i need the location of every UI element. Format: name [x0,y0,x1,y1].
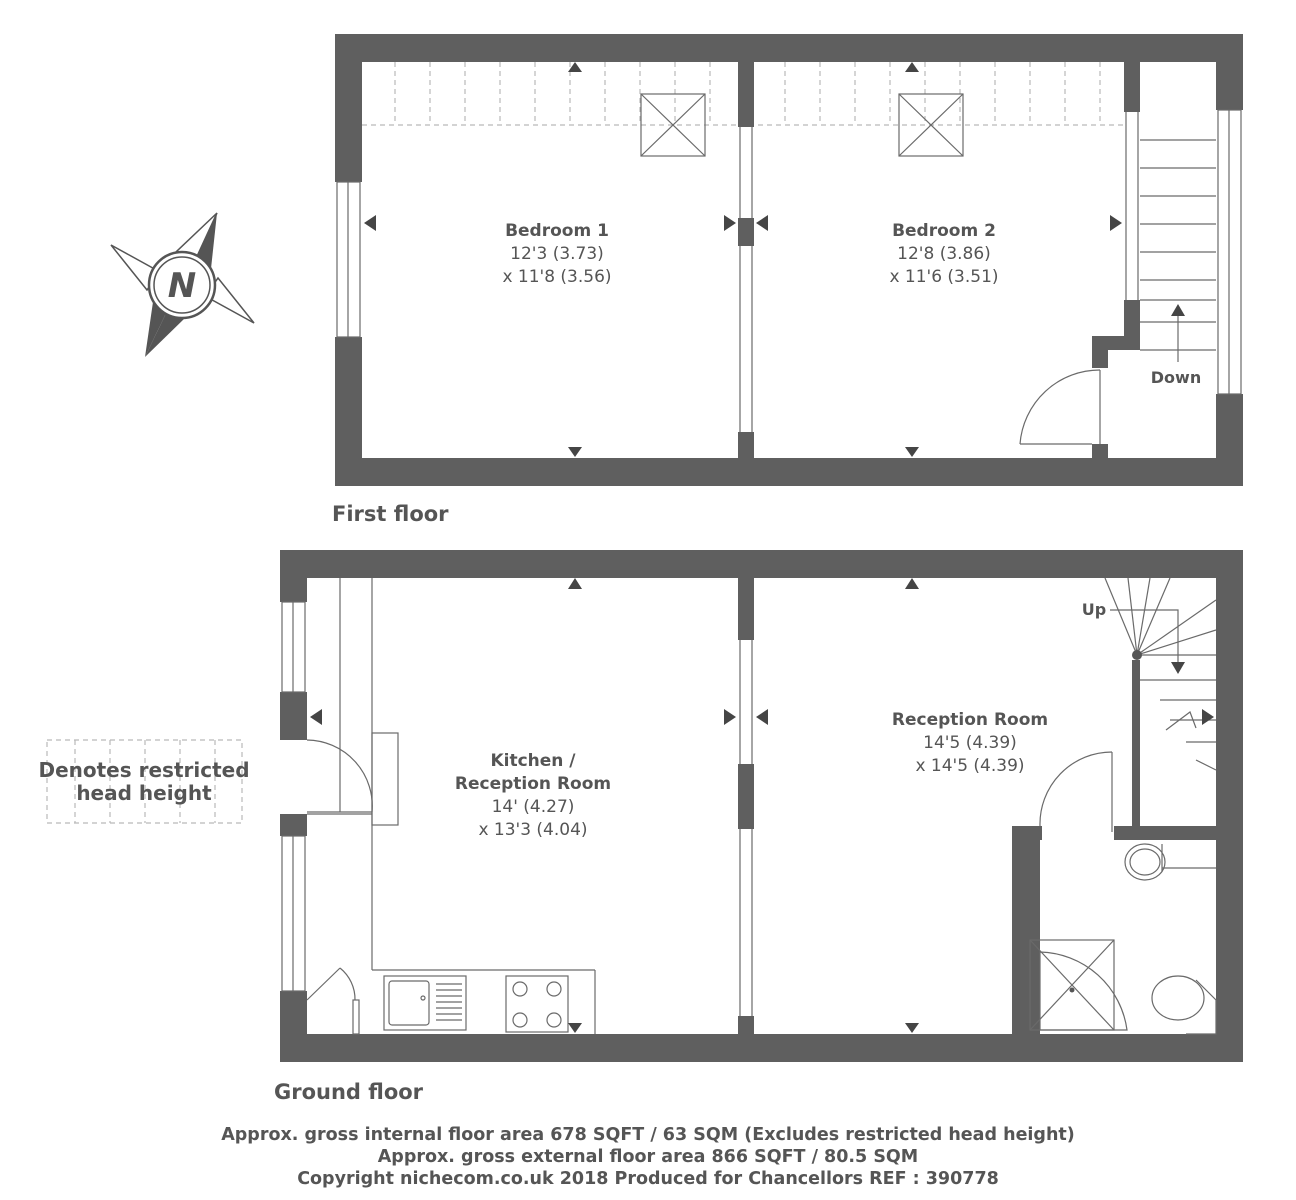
first-floor-staircase [1140,139,1216,362]
sink-icon [383,975,467,1031]
shower-icon [1029,939,1128,1031]
compass-letter: N [168,266,196,306]
bathroom-door [1039,751,1113,832]
hob-icon [505,975,569,1033]
first-floor-label: First floor [332,502,449,526]
footer-internal-area: Approx. gross internal floor area 678 SQ… [221,1125,1075,1145]
room-dimension: x 11'8 (3.56) [502,267,611,287]
first-floor-plan: Down B [335,34,1243,486]
bedroom-1-window [336,181,361,338]
room-dimension: 12'3 (3.73) [510,244,604,264]
stairwell-window [1217,109,1242,395]
room-dimension: 14'5 (4.39) [923,733,1017,753]
ground-floor-label: Ground floor [274,1080,424,1104]
toilet-icon [1151,975,1217,1035]
bedroom-1-skylight [640,93,706,157]
compass-north-icon: N [110,212,255,357]
stairs-down-arrow-icon [1171,304,1185,316]
room-kitchen-reception: Kitchen / Reception Room 14' (4.27) x 13… [455,751,611,840]
room-bedroom-2: Bedroom 2 12'8 (3.86) x 11'6 (3.51) [889,221,998,287]
basin-icon [1124,843,1216,881]
room-name-line-2: Reception Room [455,774,611,794]
stairs-down-label: Down [1151,368,1201,387]
legend: Denotes restricted head height [38,739,250,824]
ground-floor-plan: Up [280,550,1243,1062]
kitchen-window-upper [281,601,306,693]
footer-external-area: Approx. gross external floor area 866 SQ… [377,1147,919,1167]
room-reception: Reception Room 14'5 (4.39) x 14'5 (4.39) [892,710,1048,776]
cupboard-door [306,967,360,1035]
room-name-line-1: Kitchen / [490,751,576,771]
stairs-up-label: Up [1082,600,1106,619]
ground-floor-staircase [1104,577,1217,771]
bedroom-2-skylight [898,93,964,157]
room-dimension: x 13'3 (4.04) [478,820,587,840]
room-dimension: x 14'5 (4.39) [915,756,1024,776]
room-dimension: 14' (4.27) [492,797,575,817]
kitchen-worktops [339,578,596,1034]
dimension-arrows-ground-floor [310,578,1214,1033]
room-name: Bedroom 2 [892,221,996,241]
room-dimension: 12'8 (3.86) [897,244,991,264]
room-bedroom-1: Bedroom 1 12'3 (3.73) x 11'8 (3.56) [502,221,611,287]
room-dimension: x 11'6 (3.51) [889,267,998,287]
room-name: Bedroom 1 [505,221,609,241]
room-name: Reception Room [892,710,1048,730]
kitchen-window-lower [281,835,306,992]
bedroom-2-door [1019,369,1101,445]
legend-line-2: head height [76,781,212,805]
legend-line-1: Denotes restricted [38,758,249,782]
stairs-up-arrow-icon [1171,662,1185,674]
footer-copyright: Copyright nichecom.co.uk 2018 Produced f… [297,1169,999,1189]
dimension-arrows-first-floor [364,62,1122,457]
